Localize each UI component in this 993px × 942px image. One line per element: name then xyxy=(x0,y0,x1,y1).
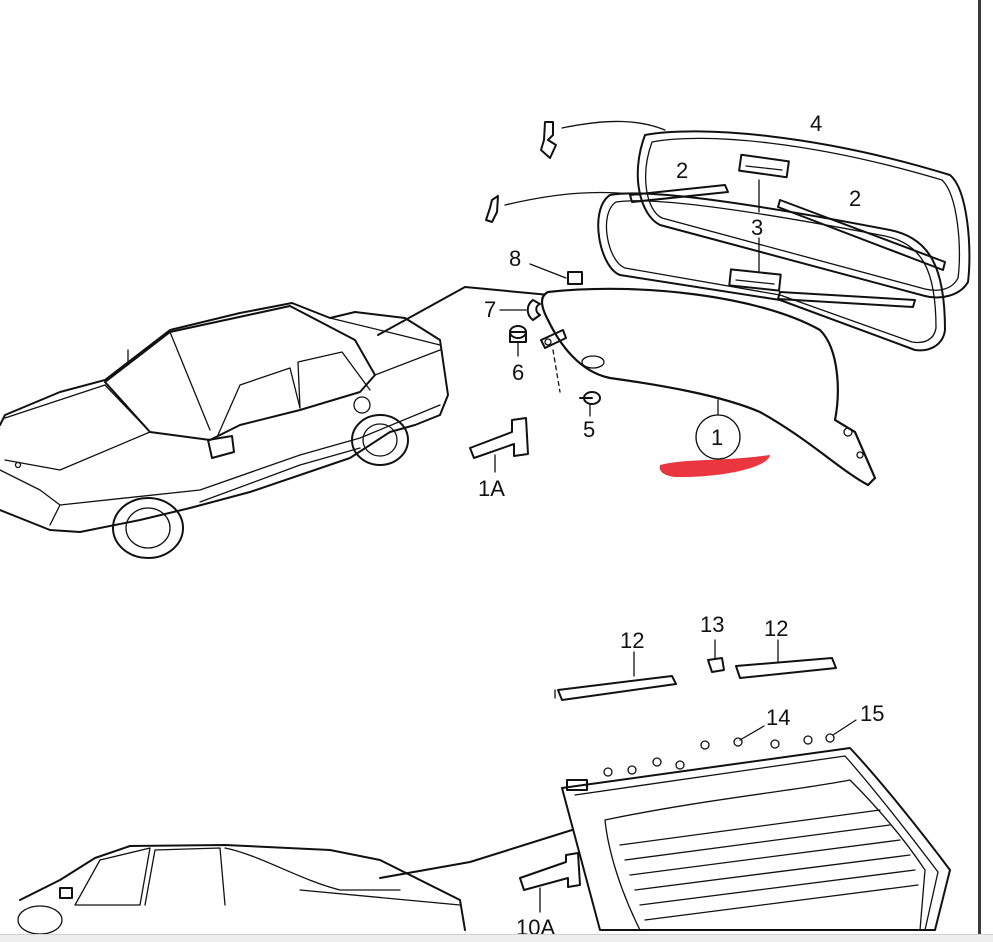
callout-13: 13 xyxy=(700,612,724,637)
callout-4: 4 xyxy=(810,111,822,136)
callout-6: 6 xyxy=(512,360,524,385)
callout-3: 3 xyxy=(751,215,763,240)
hook-clip-lower xyxy=(485,191,641,223)
hook-clip-upper xyxy=(540,120,666,159)
moulding-12-left xyxy=(554,651,677,701)
callout-14: 14 xyxy=(766,705,790,730)
callout-2-left: 2 xyxy=(676,158,688,183)
seal-frame-4 xyxy=(636,130,971,299)
rear-glass-1 xyxy=(540,287,877,487)
clip-13 xyxy=(707,639,725,673)
callout-1: 1 xyxy=(711,425,723,450)
sedan-car-bottom xyxy=(17,829,573,935)
clip-3-lower xyxy=(728,268,782,292)
trim-strip-2-left xyxy=(629,184,729,203)
hinge-washer xyxy=(540,329,567,393)
bracket-8 xyxy=(529,263,583,285)
callout-12-left: 12 xyxy=(620,628,644,653)
spacer-6 xyxy=(509,325,527,357)
clip-7 xyxy=(499,299,541,321)
callout-2-right: 2 xyxy=(849,186,861,211)
callout-7: 7 xyxy=(484,297,496,322)
bottom-scroll-strip xyxy=(0,934,993,942)
clip-3-upper xyxy=(738,153,790,179)
sedan-car-top xyxy=(0,286,561,559)
seal-frame-inner xyxy=(597,192,946,352)
callout-1a: 1A xyxy=(478,476,505,501)
trim-strip-2-right xyxy=(777,199,946,271)
callout-15: 15 xyxy=(860,701,884,726)
moulding-12-right xyxy=(735,639,837,679)
hinge-10a xyxy=(519,852,581,913)
page-border-right xyxy=(978,0,981,942)
callout-8: 8 xyxy=(509,246,521,271)
highlight-mark xyxy=(659,455,770,478)
callout-5: 5 xyxy=(583,417,595,442)
hinge-1a xyxy=(469,417,529,473)
screw-5 xyxy=(579,391,601,417)
rear-window-assembly xyxy=(561,719,951,931)
callout-12-right: 12 xyxy=(764,616,788,641)
trim-strip-lower xyxy=(777,291,916,308)
